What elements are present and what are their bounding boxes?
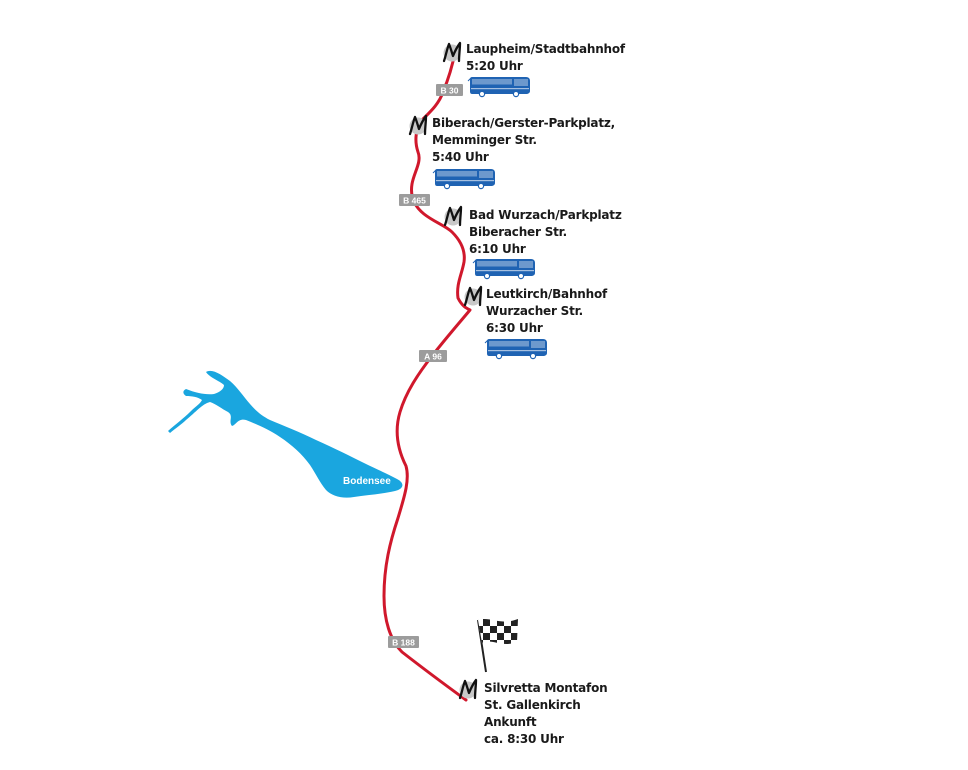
stop-address: Memminger Str.: [432, 133, 537, 147]
road-badge-b188: B 188: [388, 636, 419, 648]
m-logo-icon: [443, 205, 463, 227]
stop-time: ca. 8:30 Uhr: [484, 732, 564, 746]
stop-bad-wurzach: Bad Wurzach/Parkplatz Biberacher Str. 6:…: [469, 207, 622, 258]
svg-text:B 465: B 465: [403, 196, 426, 206]
bus-icon: [484, 338, 548, 360]
stop-name: Biberach/Gerster-Parkplatz,: [432, 116, 616, 130]
svg-text:A 96: A 96: [424, 352, 442, 362]
stop-address: St. Gallenkirch: [484, 698, 581, 712]
svg-text:B 30: B 30: [441, 86, 459, 96]
stop-arrival: Ankunft: [484, 715, 537, 729]
stop-name: Bad Wurzach/Parkplatz: [469, 208, 622, 222]
lake-label: Bodensee: [343, 476, 391, 487]
stop-name: Silvretta Montafon: [484, 681, 608, 695]
road-badge-b465: B 465: [399, 194, 430, 206]
route-line: [382, 50, 472, 702]
stop-biberach: Biberach/Gerster-Parkplatz, Memminger St…: [432, 115, 615, 166]
road-badge-b30: B 30: [436, 84, 463, 96]
stop-time: 5:40 Uhr: [432, 150, 489, 164]
stop-leutkirch: Leutkirch/Bahnhof Wurzacher Str. 6:30 Uh…: [486, 286, 607, 337]
stop-address: Biberacher Str.: [469, 225, 568, 239]
bus-icon: [432, 168, 496, 190]
m-logo-icon: [463, 285, 483, 307]
m-logo-icon: [458, 678, 478, 700]
bus-icon: [472, 258, 536, 280]
stop-time: 6:30 Uhr: [486, 321, 543, 335]
road-badge-a96: A 96: [419, 350, 447, 362]
bus-icon: [467, 76, 531, 98]
stop-laupheim: Laupheim/Stadtbahnhof 5:20 Uhr: [466, 41, 625, 75]
lake-shape: [168, 370, 403, 498]
stop-time: 6:10 Uhr: [469, 242, 526, 256]
lake-inlet: [235, 408, 242, 417]
m-logo-icon: [408, 114, 428, 136]
m-logo-icon: [442, 41, 462, 63]
stop-address: Wurzacher Str.: [486, 304, 584, 318]
stop-silvretta-montafon: Silvretta Montafon St. Gallenkirch Ankun…: [484, 680, 608, 748]
road-badges: B 30 B 465 A 96 B 188: [388, 84, 463, 648]
checkered-flag-icon: [477, 619, 518, 673]
stop-time: 5:20 Uhr: [466, 59, 523, 73]
stop-name: Laupheim/Stadtbahnhof: [466, 42, 625, 56]
svg-text:B 188: B 188: [392, 638, 415, 648]
lake-bodensee: Bodensee: [168, 370, 403, 498]
stop-name: Leutkirch/Bahnhof: [486, 287, 608, 301]
